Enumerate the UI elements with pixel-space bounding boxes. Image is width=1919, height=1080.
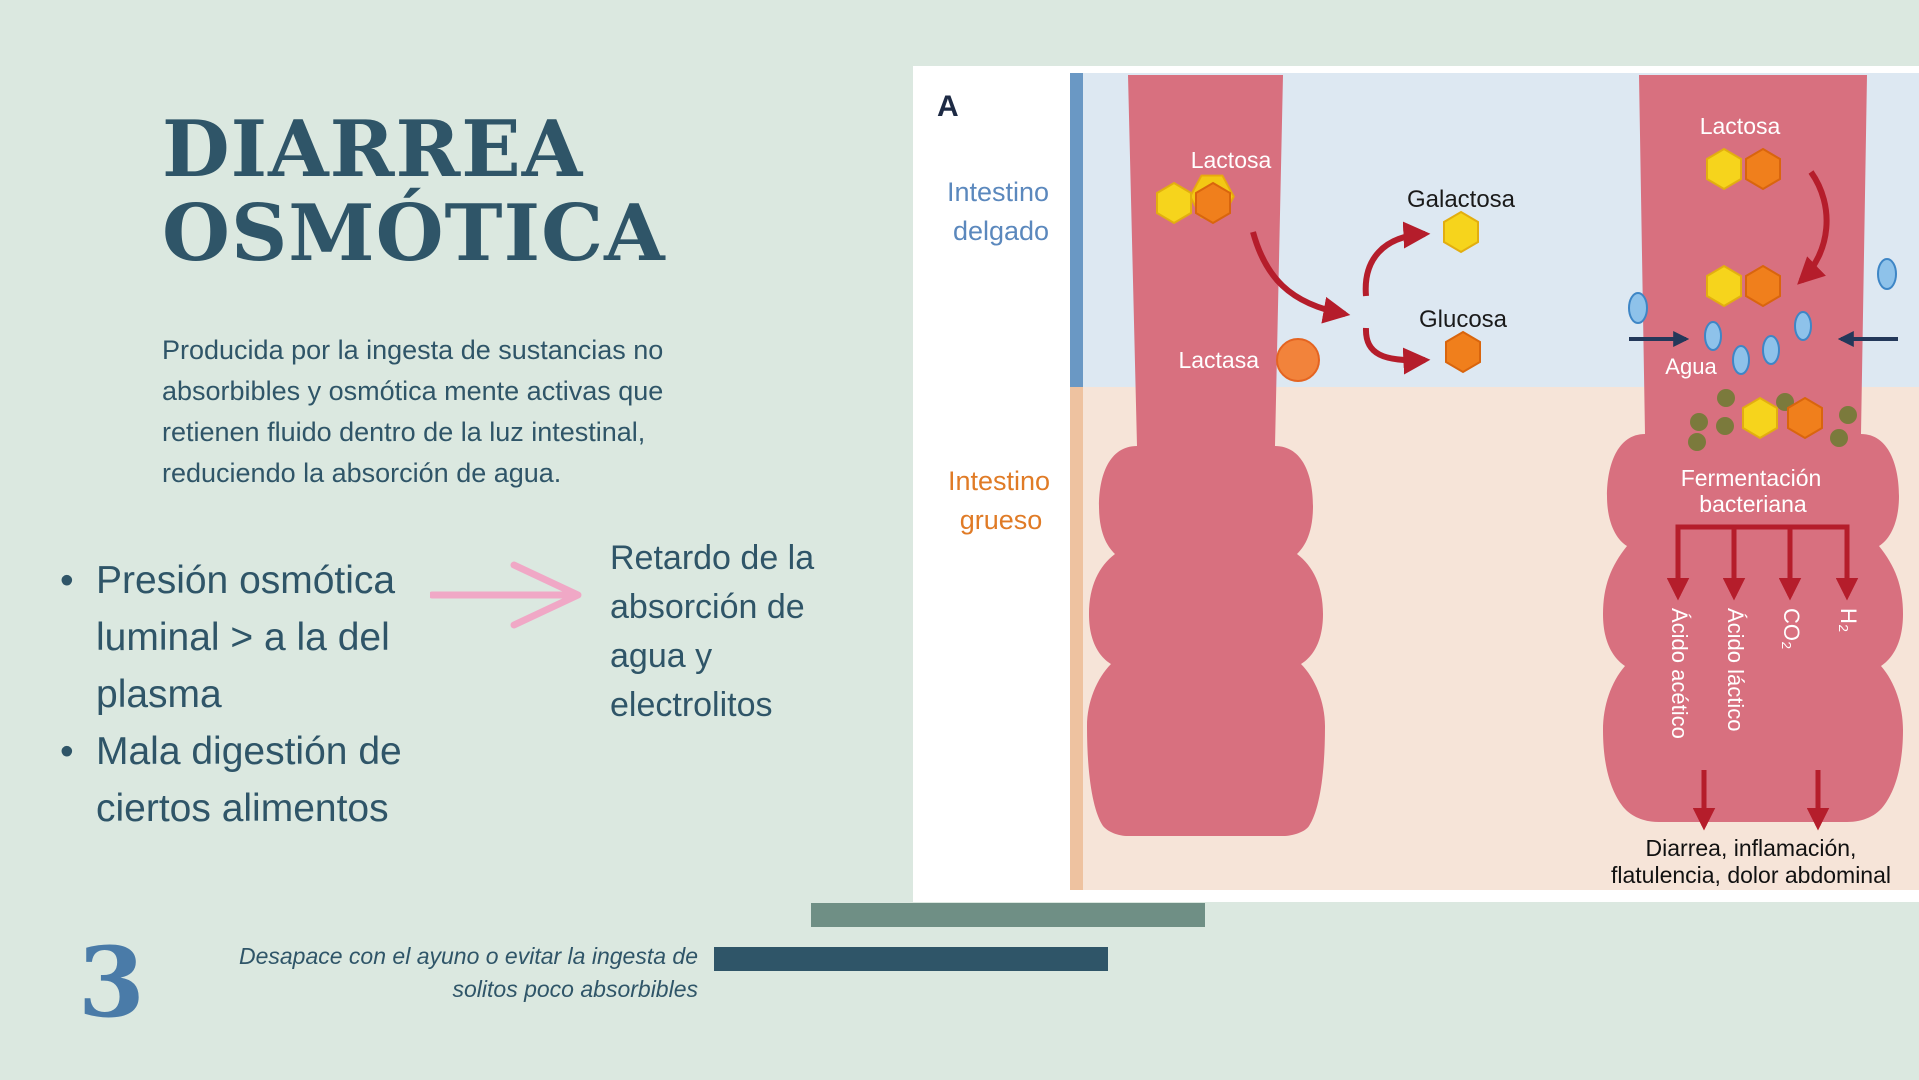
bacteria-icon (1839, 406, 1857, 424)
galactose-molecule-icon (1706, 147, 1742, 191)
product-label-lactic-acid: Ácido láctico (1723, 608, 1748, 732)
lactase-enzyme-icon (1276, 338, 1320, 382)
decorative-bar-navy (714, 947, 1108, 971)
intro-paragraph: Producida por la ingesta de sustancias n… (162, 335, 664, 488)
absorption-delay-text: Retardo de la absorción de agua y electr… (610, 539, 815, 724)
glucose-molecule-icon (1745, 147, 1781, 191)
title-line-1: DIARREA (162, 104, 584, 195)
galactose-molecule-icon (1706, 264, 1742, 308)
water-drop-icon (1732, 345, 1750, 375)
galactose-molecule-icon (1742, 396, 1778, 440)
large-intestine-label-line1: Intestino (948, 466, 1050, 496)
bullet-item-maldigestion: Mala digestión de ciertos alimentos (58, 723, 438, 837)
decorative-bar-green (811, 903, 1205, 927)
fermentation-label-line1: Fermentación (1681, 465, 1822, 491)
outcome-label-line2: flatulencia, dolor abdominal (1611, 862, 1891, 888)
pink-arrow-icon (430, 561, 582, 629)
lactase-label: Lactasa (1178, 347, 1259, 373)
galactose-arrow-icon (1362, 221, 1431, 297)
water-drop-icon (1794, 311, 1812, 341)
glucose-molecule-icon (1445, 330, 1481, 374)
outcome-label-line1: Diarrea, inflamación, (1646, 835, 1857, 861)
product-label-h2: H₂ (1836, 608, 1861, 632)
glucose-arrow-icon (1362, 327, 1431, 375)
water-drop-icon (1762, 335, 1780, 365)
glucose-label: Glucosa (1419, 306, 1508, 333)
bacteria-icon (1688, 433, 1706, 451)
lactose-intolerance-diagram: A Intestino delgado Intestino grueso Lac… (913, 66, 1919, 902)
fermentation-label-line2: bacteriana (1699, 491, 1807, 517)
glucose-molecule-icon (1787, 396, 1823, 440)
galactose-label: Galactosa (1407, 186, 1516, 213)
bacteria-icon (1830, 429, 1848, 447)
water-drop-icon (1877, 258, 1897, 290)
panel-letter: A (937, 90, 959, 123)
slide-number: 3 (78, 926, 145, 1039)
transit-arrow-icon (1797, 170, 1830, 285)
bacteria-icon (1690, 413, 1708, 431)
small-intestine-label-line1: Intestino (947, 177, 1049, 207)
bullet-item-osmotic-pressure: Presión osmótica luminal > a la del plas… (58, 552, 438, 723)
slide-title: DIARREA OSMÓTICA (162, 108, 666, 276)
lactose-label-right: Lactosa (1700, 113, 1781, 139)
glucose-molecule-icon (1195, 181, 1231, 225)
water-label: Agua (1665, 354, 1717, 379)
product-label-acetic-acid: Ácido acético (1667, 608, 1692, 739)
lactose-label-left: Lactosa (1191, 147, 1272, 173)
bacteria-icon (1717, 389, 1735, 407)
intestine-tube-intolerant (1603, 75, 1903, 822)
footer-note: Desapace con el ayuno o evitar la ingest… (238, 943, 698, 1002)
small-intestine-label-line2: delgado (953, 216, 1049, 246)
galactose-molecule-icon (1443, 210, 1479, 254)
galactose-molecule-icon (1156, 181, 1192, 225)
glucose-molecule-icon (1745, 264, 1781, 308)
bullet-list: Presión osmótica luminal > a la del plas… (58, 552, 438, 837)
water-drop-icon (1628, 292, 1648, 324)
water-drop-icon (1704, 321, 1722, 351)
product-label-co2: CO₂ (1779, 608, 1804, 650)
digestion-arrow-icon (1250, 231, 1351, 324)
title-line-2: OSMÓTICA (162, 188, 666, 279)
small-intestine-marker (1070, 73, 1083, 387)
large-intestine-marker (1070, 387, 1083, 890)
large-intestine-label-line2: grueso (960, 505, 1043, 535)
bacteria-icon (1716, 417, 1734, 435)
